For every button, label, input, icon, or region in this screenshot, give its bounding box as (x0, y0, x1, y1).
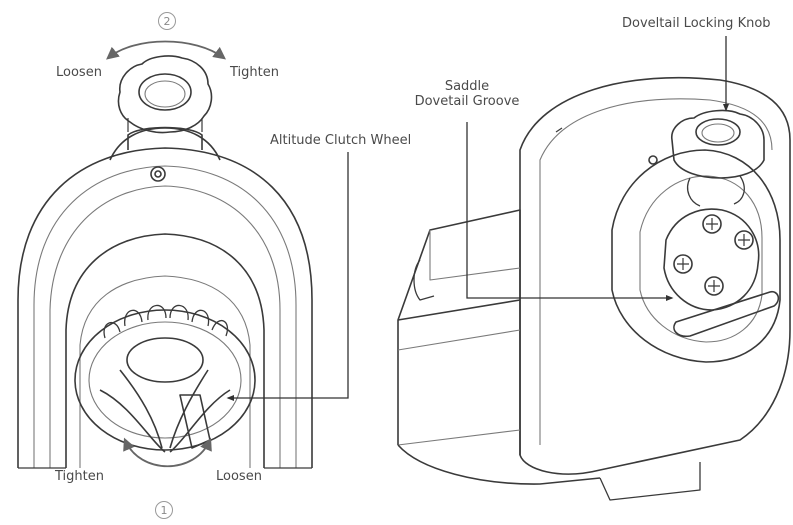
saddle-groove-leader (466, 122, 674, 302)
top-rotation-arrow-icon (106, 40, 227, 60)
dovetail-locking-knob-label: Doveltail Locking Knob (622, 16, 771, 31)
step-2-badge: 2 (158, 12, 176, 30)
tighten-bottom-label: Tighten (55, 469, 104, 484)
saddle-groove-label: Saddle Dovetail Groove (400, 79, 534, 110)
bottom-rotation-arrow-icon (123, 437, 212, 468)
step-1-badge: 1 (155, 501, 173, 519)
tighten-top-label: Tighten (230, 65, 279, 80)
loosen-bottom-label: Loosen (216, 469, 262, 484)
saddle-groove-line2: Dovetail Groove (414, 93, 520, 109)
loosen-top-label: Loosen (56, 65, 102, 80)
altitude-clutch-wheel-leader (226, 152, 349, 402)
altitude-clutch-wheel-label: Altitude Clutch Wheel (270, 133, 412, 148)
mount-front-view (17, 55, 313, 469)
mount-side-view (397, 76, 791, 501)
saddle-groove-line1: Saddle (444, 79, 490, 94)
